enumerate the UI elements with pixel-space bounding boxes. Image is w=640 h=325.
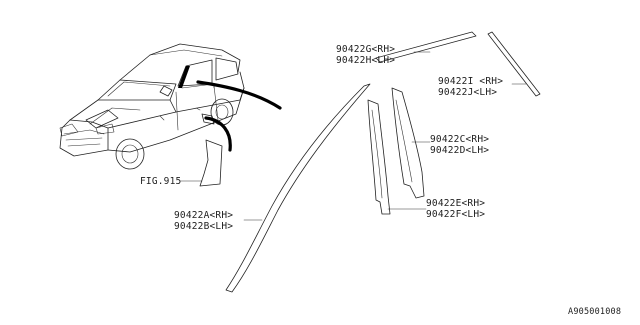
diagram-code: A905001008 xyxy=(568,307,621,317)
label-90422e: 90422E<RH> xyxy=(426,198,485,209)
label-90422i: 90422I <RH> xyxy=(438,76,503,87)
door-molding-pointer xyxy=(204,116,232,152)
label-90422j: 90422J<LH> xyxy=(438,87,497,98)
molding-90422ij xyxy=(487,31,541,97)
label-90422d: 90422D<LH> xyxy=(430,145,489,156)
fig-915-part xyxy=(199,139,223,187)
molding-90422cd xyxy=(391,87,425,199)
fig-915-label: FIG.915 xyxy=(140,176,181,187)
label-90422h: 90422H<LH> xyxy=(336,55,395,66)
label-90422g: 90422G<RH> xyxy=(336,44,395,55)
label-90422a: 90422A<RH> xyxy=(174,210,233,221)
molding-90422gh xyxy=(375,31,477,63)
label-90422f: 90422F<LH> xyxy=(426,209,485,220)
label-90422c: 90422C<RH> xyxy=(430,134,489,145)
car-illustration xyxy=(59,43,245,170)
window-molding-pointer xyxy=(196,80,282,110)
molding-90422ab xyxy=(225,83,371,293)
label-90422b: 90422B<LH> xyxy=(174,221,233,232)
molding-90422ef xyxy=(367,99,391,215)
